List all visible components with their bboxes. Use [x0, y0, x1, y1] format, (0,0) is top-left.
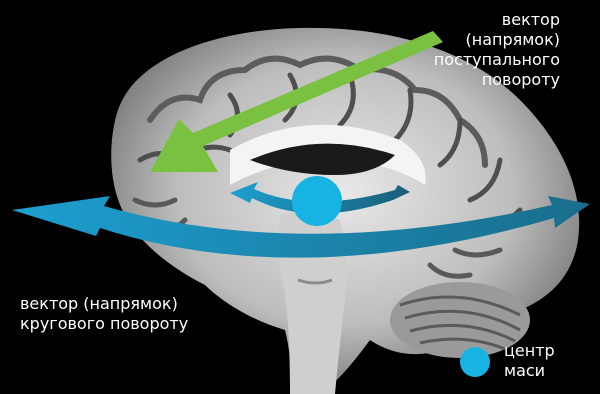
circular-vector-label: вектор (напрямок) кругового повороту	[20, 294, 188, 334]
linear-vector-label-line: повороту	[434, 70, 560, 90]
linear-vector-label: вектор (напрямок) поступального повороту	[434, 10, 560, 90]
linear-vector-label-line: (напрямок)	[434, 30, 560, 50]
circular-vector-label-line: кругового повороту	[20, 314, 188, 334]
center-of-mass-label: центр маси	[504, 341, 555, 381]
linear-vector-label-line: вектор	[434, 10, 560, 30]
linear-vector-label-line: поступального	[434, 50, 560, 70]
center-of-mass-label-line: центр	[504, 341, 555, 361]
circular-vector-label-line: вектор (напрямок)	[20, 294, 188, 314]
center-of-mass-legend-icon	[460, 347, 490, 377]
center-of-mass-marker	[292, 176, 342, 226]
center-of-mass-label-line: маси	[504, 361, 555, 381]
